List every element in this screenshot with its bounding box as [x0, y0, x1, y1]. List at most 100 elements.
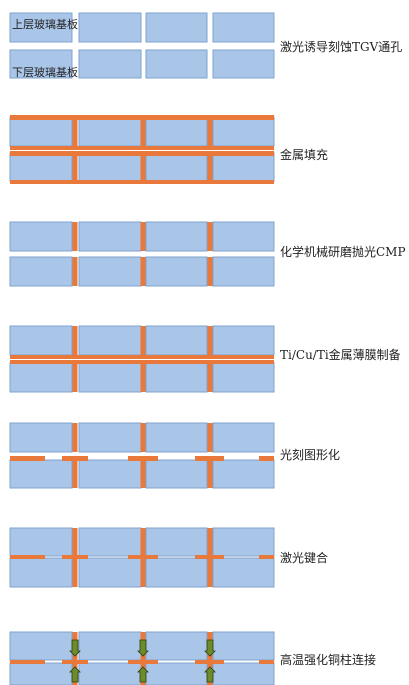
step2-lower-copper-pillar-1 — [72, 151, 78, 184]
step7-lower-glass-block-4 — [212, 662, 275, 685]
step7-up-arrow-2 — [137, 666, 149, 683]
step6-bond-pad-3 — [128, 555, 158, 559]
step6-upper-copper-pillar-3 — [207, 528, 213, 556]
step5-lower-pad-2 — [62, 458, 88, 461]
step4-upper-glass-block-2 — [78, 325, 142, 356]
step3-lower-copper-pillar-2 — [140, 257, 146, 286]
step3-lower-glass-block-3 — [145, 256, 208, 287]
step7-bond-pad-3 — [128, 660, 158, 664]
step7-bond-pad-2 — [62, 660, 88, 664]
step2-upper-glass-block-1 — [9, 116, 73, 147]
step5-upper-pad-3 — [128, 456, 158, 459]
step2-upper-glass-block-3 — [145, 116, 208, 147]
step2-upper-glass-block-2 — [78, 116, 142, 147]
step3-lower-copper-pillar-3 — [207, 257, 213, 286]
step5-upper-glass-block-1 — [9, 422, 73, 453]
step7-up-arrow-1 — [69, 666, 81, 683]
step6-lower-copper-pillar-3 — [207, 558, 213, 587]
step7-bond-pad-1 — [10, 660, 45, 664]
step5-upper-glass-block-2 — [78, 422, 142, 453]
step3-upper-glass-block-2 — [78, 221, 142, 252]
step2-upper-copper-pillar-3 — [207, 115, 213, 150]
step4-lower-glass-block-1 — [9, 362, 73, 393]
step1-lower-glass-block-3 — [145, 49, 208, 79]
lower-glass-label: 下层玻璃基板 — [12, 66, 78, 79]
step7-upper-glass-block-2 — [78, 631, 142, 661]
step5-lower-copper-pillar-1 — [72, 460, 78, 488]
step1-lower-glass-block-1 — [9, 49, 73, 79]
step5-upper-copper-pillar-3 — [207, 423, 213, 452]
step3-lower-copper-pillar-1 — [72, 257, 78, 286]
step4-upper-glass-block-3 — [145, 325, 208, 356]
step5-lower-pad-4 — [195, 458, 224, 461]
step2-lower-glass-block-4 — [212, 152, 275, 182]
step7-upper-glass-block-3 — [145, 631, 208, 661]
step6-lower-copper-pillar-1 — [72, 558, 78, 587]
step4-lower-top-film — [10, 360, 274, 364]
step4-upper-glass-block-4 — [212, 325, 275, 356]
step5-upper-copper-pillar-1 — [72, 423, 78, 452]
step4-lower-copper-pillar-3 — [207, 363, 213, 392]
step6-lower-glass-block-1 — [9, 557, 73, 588]
step3-lower-glass-block-2 — [78, 256, 142, 287]
step7-down-arrow-1 — [69, 639, 81, 657]
step7-down-arrow-3 — [204, 639, 216, 657]
step5-lower-glass-block-3 — [145, 459, 208, 489]
step1-upper-glass-block-2 — [78, 12, 142, 43]
step2-lower-glass-block-3 — [145, 152, 208, 182]
step6-bond-pad-5 — [259, 555, 274, 559]
step4-lower-glass-block-2 — [78, 362, 142, 393]
step4-upper-copper-pillar-2 — [140, 326, 146, 355]
step3-upper-glass-block-1 — [9, 221, 73, 252]
step5-upper-pad-5 — [259, 456, 274, 459]
step2-lower-copper-pillar-2 — [140, 151, 146, 184]
step3-lower-glass-block-1 — [9, 256, 73, 287]
step7-up-arrow-3 — [204, 666, 216, 683]
step2-upper-copper-pillar-2 — [140, 115, 146, 150]
step4-lower-glass-block-4 — [212, 362, 275, 393]
step2-lower-glass-block-1 — [9, 152, 73, 182]
step1-upper-glass-block-1 — [9, 12, 73, 43]
step1-lower-glass-block-2 — [78, 49, 142, 79]
step2-lower-copper-pillar-3 — [207, 151, 213, 184]
step5-lower-pad-5 — [259, 458, 274, 461]
step5-lower-copper-pillar-2 — [140, 460, 146, 488]
step5-upper-glass-block-3 — [145, 422, 208, 453]
step2-upper-glass-block-4 — [212, 116, 275, 147]
step5-lower-glass-block-2 — [78, 459, 142, 489]
step3-upper-copper-pillar-2 — [140, 222, 146, 251]
step7-lower-glass-block-3 — [145, 662, 208, 685]
step7-bond-pad-5 — [259, 660, 274, 664]
step-label-laser-bonding: 激光键合 — [280, 551, 329, 565]
step6-bond-pad-2 — [62, 555, 88, 559]
step5-upper-pad-4 — [195, 456, 224, 459]
step7-upper-glass-block-4 — [212, 631, 275, 661]
step-label-lithography: 光刻图形化 — [280, 448, 341, 462]
step5-lower-copper-pillar-3 — [207, 460, 213, 488]
step4-lower-glass-block-3 — [145, 362, 208, 393]
step6-upper-glass-block-2 — [78, 527, 142, 557]
step1-upper-glass-block-3 — [145, 12, 208, 43]
step6-upper-copper-pillar-1 — [72, 528, 78, 556]
step5-upper-glass-block-4 — [212, 422, 275, 453]
step5-upper-pad-2 — [62, 456, 88, 459]
step6-upper-glass-block-4 — [212, 527, 275, 557]
step7-down-arrow-2 — [137, 639, 149, 657]
step3-lower-glass-block-4 — [212, 256, 275, 287]
step-label-tgv-etch: 激光诱导刻蚀TGV通孔 — [280, 40, 403, 54]
step6-lower-glass-block-4 — [212, 557, 275, 588]
step6-upper-glass-block-3 — [145, 527, 208, 557]
step-label-copper-pillar: 高温强化铜柱连接 — [280, 653, 377, 667]
step5-lower-pad-1 — [10, 458, 45, 461]
step3-upper-copper-pillar-1 — [72, 222, 78, 251]
step5-upper-copper-pillar-2 — [140, 423, 146, 452]
step5-lower-pad-3 — [128, 458, 158, 461]
step2-lower-glass-block-2 — [78, 152, 142, 182]
step3-upper-glass-block-4 — [212, 221, 275, 252]
step4-upper-copper-pillar-1 — [72, 326, 78, 355]
step6-upper-copper-pillar-2 — [140, 528, 146, 556]
step5-upper-pad-1 — [10, 456, 45, 459]
step3-upper-copper-pillar-3 — [207, 222, 213, 251]
step6-upper-glass-block-1 — [9, 527, 73, 557]
